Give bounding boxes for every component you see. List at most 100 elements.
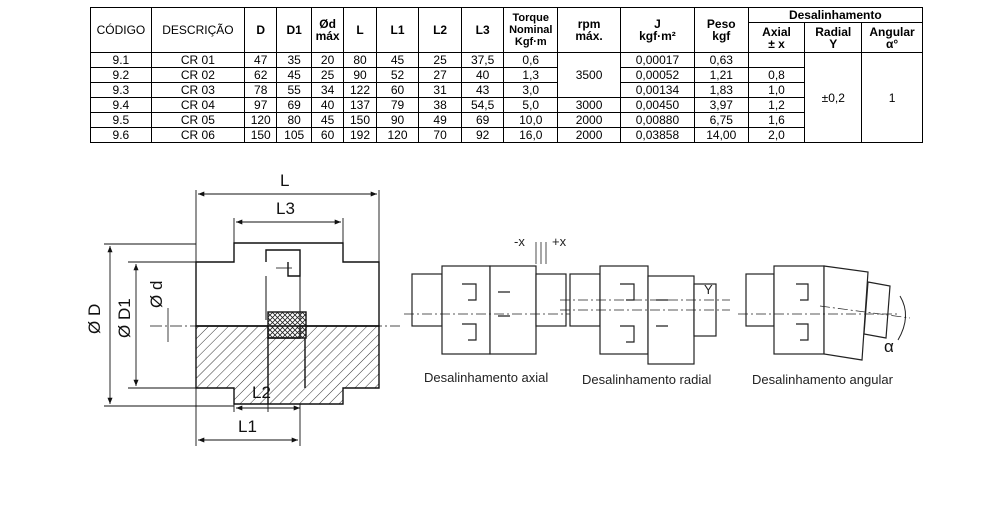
cell-l2: 70: [418, 127, 462, 143]
cell-d: 150: [244, 127, 278, 143]
table-row: 9.6 CR 06 150 105 60 192 120 70 92 16,0 …: [90, 127, 923, 143]
table-row: 9.1 CR 01 47 35 20 80 45 25 37,5 0,6 350…: [90, 52, 923, 143]
radial-misalignment-view: [560, 265, 730, 365]
dim-od-small-label: Ø d: [147, 281, 166, 308]
cell-descricao: CR 01: [150, 52, 246, 68]
cell-l3: 40: [460, 67, 505, 83]
cell-d1: 69: [276, 97, 312, 113]
cell-codigo: 9.2: [90, 67, 152, 83]
cell-l3: 37,5: [460, 52, 505, 68]
caption-radial: Desalinhamento radial: [582, 372, 711, 387]
cell-d: 62: [244, 67, 278, 83]
dim-l1-label: L1: [238, 417, 257, 436]
axial-minus-label: -x: [514, 234, 525, 249]
cell-l2: 49: [418, 112, 462, 128]
cell-od: 60: [310, 127, 345, 143]
cell-j: 0,00880: [619, 112, 695, 128]
dim-od1-label: Ø D1: [115, 298, 134, 338]
cell-od: 20: [310, 52, 345, 68]
table-row: 9.4 CR 04 97 69 40 137 79 38 54,5 5,0 30…: [90, 97, 923, 113]
cell-l2: 31: [418, 82, 462, 98]
angular-misalignment-view: [738, 265, 911, 361]
cell-peso: 1,21: [693, 67, 749, 83]
cell-torque: 10,0: [503, 112, 559, 128]
table-row: 9.2 CR 02 62 45 25 90 52 27 40 1,3 0,000…: [90, 67, 923, 83]
cell-radial: ±0,2: [804, 52, 863, 143]
caption-angular: Desalinhamento angular: [752, 372, 894, 387]
radial-y-label: Y: [704, 282, 713, 297]
cell-od: 45: [310, 112, 345, 128]
cell-rpm: 2000: [557, 127, 621, 143]
cell-d1: 105: [276, 127, 312, 143]
cell-axial: 2,0: [747, 127, 806, 143]
cell-codigo: 9.5: [90, 112, 152, 128]
cell-l2: 38: [418, 97, 462, 113]
cell-d1: 55: [276, 82, 312, 98]
cell-d: 47: [244, 52, 278, 68]
cell-codigo: 9.4: [90, 97, 152, 113]
cell-od: 25: [310, 67, 345, 83]
cell-l: 122: [343, 82, 377, 98]
cell-j: 0,00134: [619, 82, 695, 98]
cell-d1: 45: [276, 67, 312, 83]
cell-peso: 14,00: [693, 127, 749, 143]
col-l2: L2: [418, 7, 462, 53]
cell-l2: 25: [418, 52, 462, 68]
cell-j: 0,00017: [619, 52, 695, 68]
cell-rpm-group: 3500: [557, 52, 621, 98]
caption-axial: Desalinhamento axial: [424, 370, 548, 385]
cell-rpm: 2000: [557, 112, 621, 128]
col-descricao: DESCRIÇÃO: [150, 7, 246, 53]
angular-alpha-label: α: [884, 337, 894, 356]
cell-peso: 0,63: [693, 52, 749, 68]
cell-l3: 54,5: [460, 97, 505, 113]
cell-peso: 6,75: [693, 112, 749, 128]
dim-l-label: L: [280, 171, 289, 190]
axial-misalignment-view: [404, 242, 574, 355]
axial-plus-label: +x: [552, 234, 567, 249]
col-l1: L1: [375, 7, 420, 53]
cell-l2: 27: [418, 67, 462, 83]
col-l: L: [343, 7, 377, 53]
dim-l2-label: L2: [252, 383, 271, 402]
cell-descricao: CR 03: [150, 82, 246, 98]
cell-angular: 1: [861, 52, 923, 143]
cell-l1: 120: [375, 127, 420, 143]
cell-l3: 43: [460, 82, 505, 98]
cell-l1: 90: [375, 112, 420, 128]
table-row: 9.5 CR 05 120 80 45 150 90 49 69 10,0 20…: [90, 112, 923, 128]
cell-l: 192: [343, 127, 377, 143]
cell-od: 34: [310, 82, 345, 98]
cell-od: 40: [310, 97, 345, 113]
dim-od-label: Ø D: [85, 304, 104, 334]
col-desalinhamento: Desalinhamento: [747, 7, 924, 23]
cell-d1: 80: [276, 112, 312, 128]
cell-l1: 79: [375, 97, 420, 113]
cell-descricao: CR 06: [150, 127, 246, 143]
cell-j: 0,03858: [619, 127, 695, 143]
cell-l: 80: [343, 52, 377, 68]
cell-d1: 35: [276, 52, 312, 68]
cell-axial: [747, 52, 806, 68]
cell-l: 150: [343, 112, 377, 128]
cell-codigo: 9.3: [90, 82, 152, 98]
cell-torque: 3,0: [503, 82, 559, 98]
cell-axial: 1,6: [747, 112, 806, 128]
cell-l: 137: [343, 97, 377, 113]
col-l3: L3: [460, 7, 505, 53]
cell-l1: 52: [375, 67, 420, 83]
cell-j: 0,00052: [619, 67, 695, 83]
cell-axial: 1,2: [747, 97, 806, 113]
coupling-section-view: [150, 242, 400, 405]
cell-l: 90: [343, 67, 377, 83]
cell-axial: 0,8: [747, 67, 806, 83]
cell-peso: 3,97: [693, 97, 749, 113]
dim-l3-label: L3: [276, 199, 295, 218]
cell-descricao: CR 02: [150, 67, 246, 83]
